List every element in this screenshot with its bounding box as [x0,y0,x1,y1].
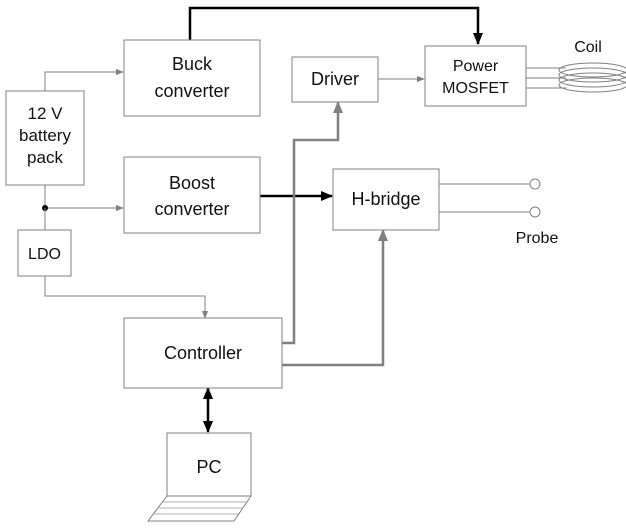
driver-block: Driver [291,56,379,103]
battery-to-buck-line [44,69,124,91]
battery-label-3: pack [27,148,63,167]
buck-label-2: converter [154,81,229,101]
coil-label: Coil [574,39,602,56]
mosfet-label-2: MOSFET [442,80,509,97]
buck-converter-block: Buck converter [123,39,261,117]
boost-converter-block: Boost converter [123,156,261,234]
boost-label-2: converter [154,199,229,219]
probe-terminal-top [529,178,541,190]
ldo-label: LDO [28,246,61,263]
battery-to-boost-line [44,185,124,211]
h-bridge-block: H-bridge [332,168,440,231]
controller-to-hbridge-line [282,229,388,367]
controller-to-driver-line [282,101,343,345]
driver-label: Driver [311,69,359,89]
ldo-to-controller-line [44,276,208,319]
power-mosfet-block: Power MOSFET [424,45,527,107]
buck-label-1: Buck [172,54,213,74]
probe-label: Probe [516,230,559,247]
coil-icon [558,62,626,93]
laptop-icon: PC [146,432,252,522]
boost-label-1: Boost [169,173,215,193]
buck-to-mosfet-line [188,6,483,45]
controller-block: Controller [123,317,283,389]
battery-label-2: battery [19,126,71,145]
battery-label-1: 12 V [28,104,64,123]
pc-label: PC [196,457,221,477]
hbridge-label: H-bridge [351,189,420,209]
mosfet-label-1: Power [453,58,499,75]
ldo-block: LDO [17,229,72,277]
controller-label: Controller [164,343,242,363]
battery-block: 12 V battery pack [5,90,85,186]
probe-terminal-bottom [529,206,541,218]
